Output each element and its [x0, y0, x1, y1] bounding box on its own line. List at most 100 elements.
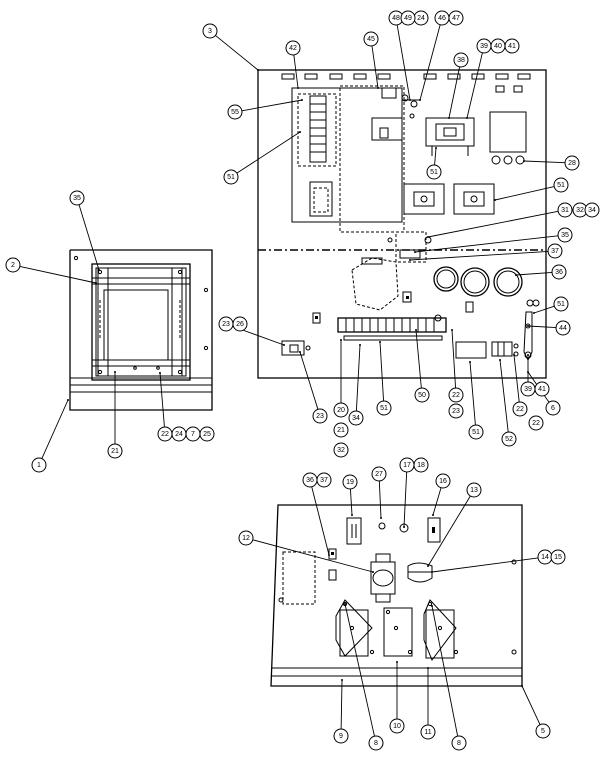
callout-leader-end-c22b — [451, 329, 453, 331]
callout-c23c: 23 — [448, 403, 464, 419]
callout-number: 38 — [457, 57, 465, 64]
callout-number: 51 — [557, 301, 565, 308]
callout-circle — [584, 202, 600, 218]
callout-c17: 17 — [399, 457, 415, 473]
callout-c8a: 8 — [368, 735, 384, 751]
callout-c35b: 35 — [557, 227, 573, 243]
callout-c51f: 51 — [468, 424, 484, 440]
callout-c6: 6 — [545, 400, 561, 416]
mounting-plate-assembly — [69, 249, 213, 411]
callout-c22a: 22 — [157, 426, 173, 442]
terminal-block-50 — [337, 314, 447, 341]
callout-number: 2 — [11, 262, 15, 269]
callout-leader-c46 — [419, 24, 441, 101]
callout-leader-end-c44 — [527, 325, 529, 327]
callout-c10: 10 — [389, 718, 405, 734]
callout-leader-end-c27 — [380, 517, 382, 519]
callout-leader-end-c34b — [359, 344, 361, 346]
relay-9 — [335, 599, 375, 657]
callout-number: 21 — [337, 427, 345, 434]
callout-c51a: 51 — [223, 169, 239, 185]
callout-number: 8 — [374, 740, 378, 747]
relay-23 — [281, 340, 311, 356]
callout-c51e: 51 — [376, 400, 392, 416]
callout-number: 35 — [73, 195, 81, 202]
callout-c1: 1 — [31, 457, 47, 473]
callout-circle — [550, 549, 566, 565]
motor-dashed-outline — [351, 257, 399, 311]
top-slots — [281, 73, 531, 93]
callout-leader-c37b — [409, 250, 549, 261]
lower-panel — [270, 504, 523, 687]
callout-number: 15 — [554, 554, 562, 561]
callout-number: 31 — [561, 207, 569, 214]
callout-number: 45 — [367, 36, 375, 43]
callout-leader-c19 — [349, 488, 353, 516]
control-box-panel — [257, 69, 547, 379]
callout-number: 1 — [37, 462, 41, 469]
callout-number: 51 — [430, 169, 438, 176]
callout-c22d: 22 — [528, 415, 544, 431]
callout-leader-c8b — [431, 605, 459, 737]
callout-c25: 25 — [199, 426, 215, 442]
callout-circle — [400, 10, 416, 26]
callout-leader-c38 — [448, 66, 461, 119]
callout-number: 39 — [524, 386, 532, 393]
callout-circle — [342, 474, 358, 490]
callout-circle — [426, 164, 442, 180]
callout-number: 22 — [161, 431, 169, 438]
callout-leader-c9 — [340, 679, 343, 730]
callout-circle — [451, 735, 467, 751]
contactor-51a — [403, 183, 445, 215]
callout-leader-c12 — [252, 539, 374, 573]
callout-leader-end-c31 — [427, 236, 429, 238]
callout-leader-end-c1 — [67, 399, 69, 401]
callout-leader-end-c17 — [403, 526, 405, 528]
callout-circle — [534, 381, 550, 397]
callout-number: 42 — [289, 45, 297, 52]
callout-number: 46 — [438, 15, 446, 22]
callout-circle — [285, 40, 301, 56]
callout-leader-end-c50 — [415, 329, 417, 331]
callout-circle — [448, 403, 464, 419]
callout-c55: 55 — [227, 104, 243, 120]
callout-circle — [31, 457, 47, 473]
callout-leaders — [19, 24, 566, 737]
callout-c27: 27 — [371, 466, 387, 482]
callout-circle — [333, 402, 349, 418]
callout-c34a: 34 — [584, 202, 600, 218]
callout-circle — [553, 177, 569, 193]
callout-leader-end-c11 — [427, 667, 429, 669]
callout-number: 28 — [568, 160, 576, 167]
callout-leader-c51f — [469, 361, 476, 426]
callout-c22c: 22 — [512, 401, 528, 417]
callout-leader-end-c51d — [533, 312, 535, 314]
callout-c19: 19 — [342, 474, 358, 490]
callout-c41b: 41 — [534, 381, 550, 397]
transformer-28 — [489, 111, 527, 165]
callout-c51d: 51 — [553, 296, 569, 312]
callout-c26: 26 — [232, 316, 248, 332]
callout-leader-end-c38 — [448, 117, 450, 119]
callout-leader-c8a — [344, 603, 375, 737]
callout-c38: 38 — [453, 52, 469, 68]
callout-c21: 21 — [107, 443, 123, 459]
callout-circle — [227, 104, 243, 120]
callout-circle — [202, 23, 218, 39]
callout-leader-end-c16 — [432, 514, 434, 516]
callout-leader-end-c28 — [523, 160, 525, 162]
callout-number: 16 — [439, 478, 447, 485]
callout-number: 14 — [541, 554, 549, 561]
callout-circle — [389, 718, 405, 734]
callout-number: 51 — [557, 182, 565, 189]
callout-c12: 12 — [238, 530, 254, 546]
callout-number: 6 — [551, 405, 555, 412]
callout-c36a: 36 — [302, 472, 318, 488]
callout-leader-end-c51c — [494, 199, 496, 201]
callout-leader-end-c9 — [341, 679, 343, 681]
callout-circle — [501, 431, 517, 447]
callout-number: 3 — [208, 28, 212, 35]
callout-leader-end-c51e — [379, 341, 381, 343]
